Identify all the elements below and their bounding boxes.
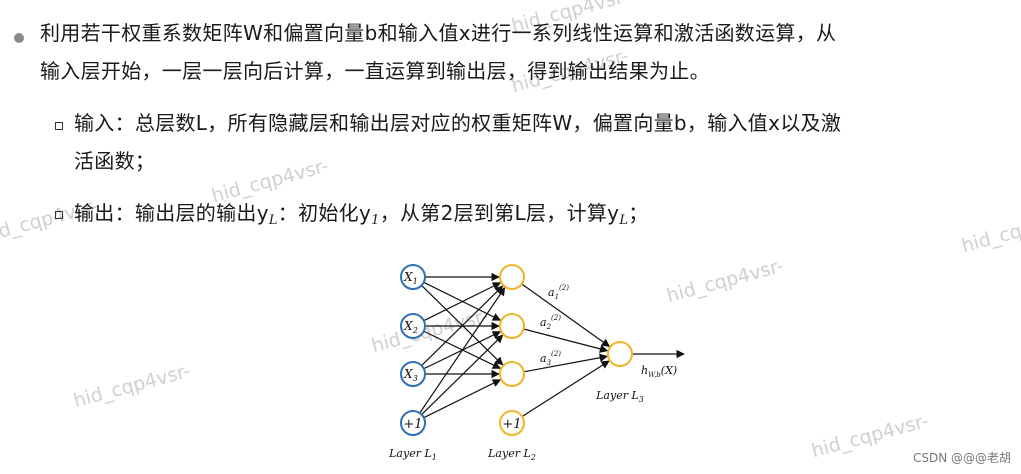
input-line-2: 活函数； [74,149,156,173]
output-rest: ，从第2层到第L层，计算y [379,201,620,225]
hidden-node [499,313,525,339]
edge-h3-out [521,360,610,418]
layer-label: Layer L1 [388,447,437,462]
connection-edges [419,272,685,419]
edge-in2-h0 [421,285,504,367]
output-item: 输出：输出层的输出yL：初始化y1，从第2层到第L层，计算yL； [74,194,1009,240]
input-node [400,410,426,436]
main-paragraph: 利用若干权重系数矩阵W和偏置向量b和输入值x进行一系列线性运算和激活函数运算，从… [40,14,1005,90]
bias-node-label: +1 [403,417,422,432]
edge-in1-h0 [423,282,502,322]
output-prefix: 输出：输出层的输出y [74,201,269,225]
input-node [400,264,426,290]
sub-bullet-square [55,122,63,130]
output-label: hW,b(X) [641,364,677,379]
edge-h2-out [523,353,609,373]
input-node [400,361,426,387]
output-mid: ：初始化y [277,201,372,225]
footer-credit: CSDN @@@老胡 [912,451,1011,465]
hidden-node [499,361,525,387]
input-node [400,313,426,339]
layer-label: Layer L2 [487,447,536,462]
hidden-node [499,410,525,436]
main-line-1: 利用若干权重系数矩阵W和偏置向量b和输入值x进行一系列线性运算和激活函数运算，从 [40,21,837,45]
main-line-2: 输入层开始，一层一层向后计算，一直运算到输出层，得到输出结果为止。 [40,59,710,83]
activation-label: a1(2) [548,284,569,301]
activation-label: a2(2) [540,314,561,331]
edge-in3-h0 [419,287,506,414]
activation-label: a3(2) [540,350,561,367]
output-sub-l1: L [268,213,278,228]
edge-h1-out [523,328,609,353]
hidden-node [499,264,525,290]
edge-h0-out [521,283,611,347]
output-sub-l2: L [619,213,629,228]
bias-node-label: +1 [502,417,521,432]
edge-in3-h2 [423,379,502,419]
sub-bullet-square [55,211,63,219]
layer-label: Layer L3 [595,389,644,404]
output-end: ； [628,201,649,225]
output-sub-1: 1 [371,213,380,228]
output-node [607,341,633,367]
input-item: 输入：总层数L，所有隐藏层和输出层对应的权重矩阵W，偏置向量b，输入值x以及激 … [74,104,1009,180]
network-nodes [400,264,633,436]
edge-in3-h1 [421,334,504,416]
input-line-1: 输入：总层数L，所有隐藏层和输出层对应的权重矩阵W，偏置向量b，输入值x以及激 [74,111,842,135]
